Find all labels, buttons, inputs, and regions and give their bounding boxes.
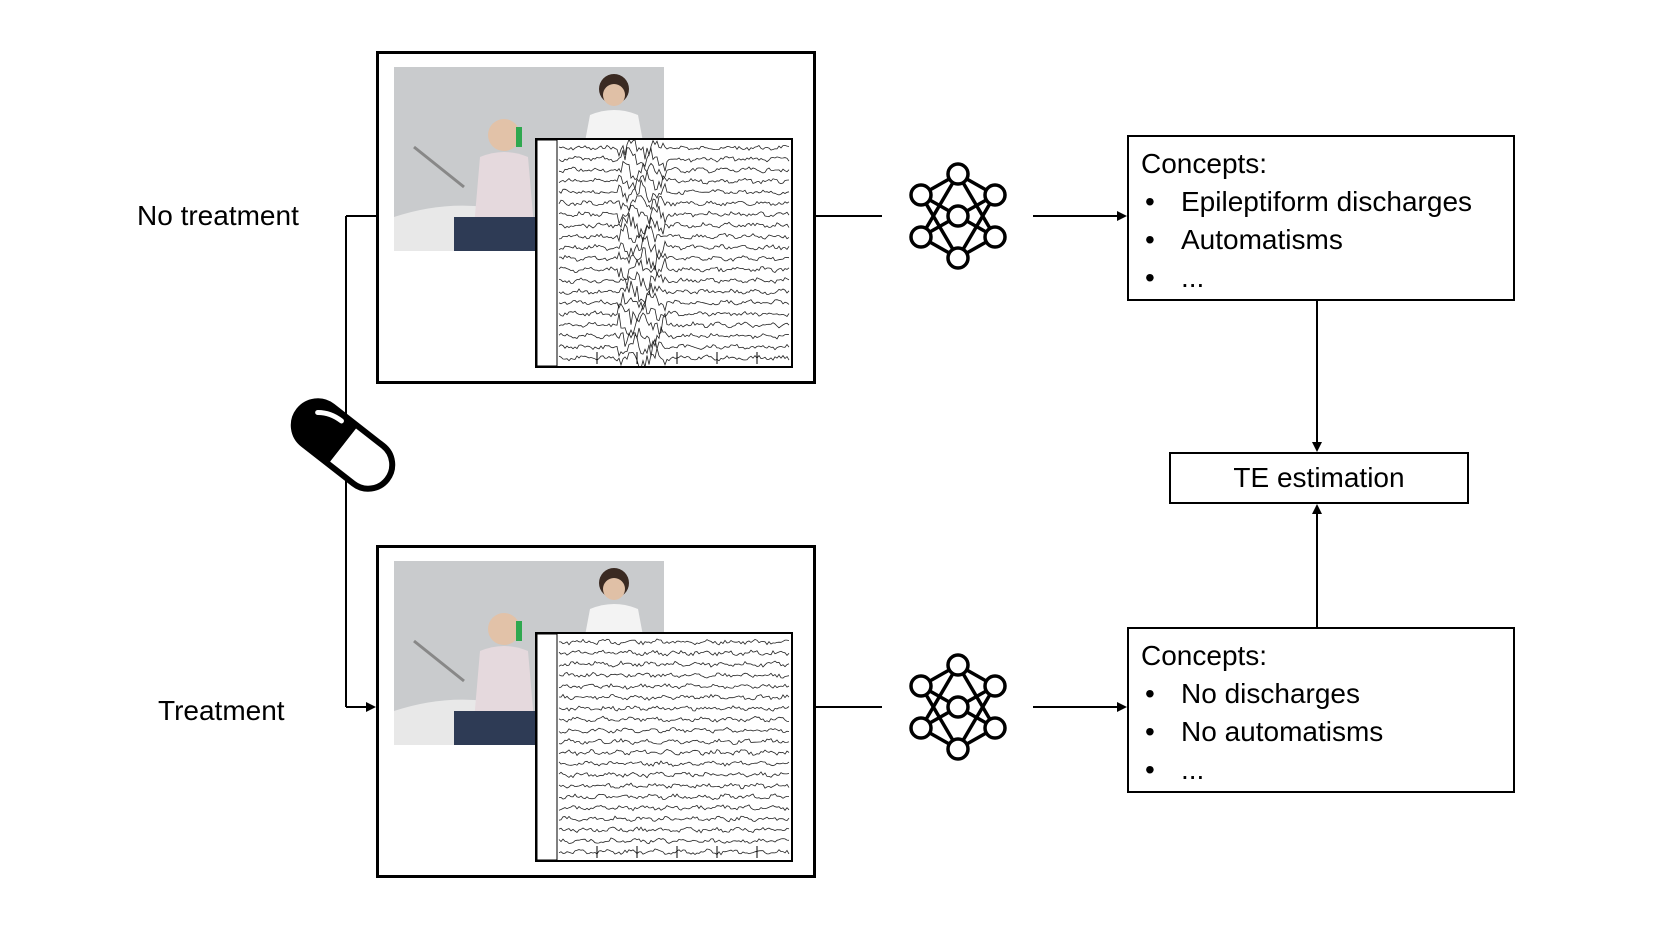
eeg-channel-trace — [558, 204, 790, 225]
eeg-channel-trace — [558, 683, 790, 690]
treatment-label: Treatment — [158, 695, 285, 726]
eeg-trace-bottom — [535, 632, 793, 862]
eeg-channel-trace — [558, 693, 790, 701]
eeg-channel-trace — [558, 222, 790, 243]
eeg-trace-top — [535, 138, 793, 370]
no-treatment-label: No treatment — [137, 200, 299, 231]
eeg-channel-trace — [558, 672, 790, 679]
eeg-channel-trace — [558, 138, 790, 160]
eeg-channel-trace — [558, 160, 790, 181]
pill-icon — [290, 398, 396, 492]
neural-network-icon — [909, 653, 1007, 761]
eeg-channel-trace — [558, 804, 790, 812]
eeg-channel-trace — [558, 649, 790, 657]
eeg-channel-trace — [558, 826, 790, 834]
eeg-channel-trace — [558, 271, 790, 292]
eeg-channel-trace — [558, 312, 790, 336]
eeg-channel-trace — [558, 749, 790, 757]
concepts-title: Concepts: — [1141, 148, 1268, 179]
te-estimation-label: TE estimation — [1233, 462, 1405, 493]
eeg-channel-trace — [558, 258, 790, 281]
eeg-channel-trace — [558, 326, 790, 349]
te-estimation-box: TE estimation — [1169, 452, 1469, 504]
eeg-channel-trace — [558, 660, 790, 668]
concept-item: ... — [1141, 259, 1501, 297]
eeg-channel-trace — [558, 146, 790, 172]
concepts-box-top: Concepts: Epileptiform discharges Automa… — [1127, 135, 1515, 301]
concept-item: ... — [1141, 751, 1501, 789]
eeg-channel-trace — [558, 213, 790, 238]
eeg-channel-trace — [558, 782, 790, 790]
video-eeg-frame-bottom — [376, 545, 816, 878]
eeg-channel-trace — [558, 179, 790, 204]
eeg-channel-trace — [558, 280, 790, 304]
concept-item: No discharges — [1141, 675, 1501, 713]
concepts-title: Concepts: — [1141, 640, 1268, 671]
concepts-box-bottom: Concepts: No discharges No automatisms .… — [1127, 627, 1515, 793]
eeg-channel-trace — [558, 705, 790, 712]
eeg-channel-trace — [558, 815, 790, 823]
neural-network-icon — [909, 162, 1007, 270]
eeg-channel-trace — [558, 715, 790, 723]
eeg-channel-trace — [558, 300, 790, 325]
eeg-channel-trace — [558, 771, 790, 779]
eeg-channel-trace — [558, 247, 790, 271]
concept-item: No automatisms — [1141, 713, 1501, 751]
concept-item: Epileptiform discharges — [1141, 183, 1501, 221]
eeg-channel-trace — [558, 737, 790, 745]
eeg-channel-trace — [558, 195, 790, 212]
eeg-channel-trace — [558, 793, 789, 801]
eeg-channel-trace — [558, 333, 790, 357]
eeg-channel-trace — [558, 727, 790, 734]
video-eeg-frame-top — [376, 51, 816, 384]
concept-item: Automatisms — [1141, 221, 1501, 259]
eeg-channel-trace — [558, 171, 790, 191]
eeg-channel-trace — [558, 290, 790, 313]
eeg-channel-trace — [558, 760, 790, 767]
eeg-channel-trace — [558, 235, 790, 259]
eeg-channel-trace — [559, 638, 790, 646]
eeg-channel-trace — [558, 837, 790, 845]
